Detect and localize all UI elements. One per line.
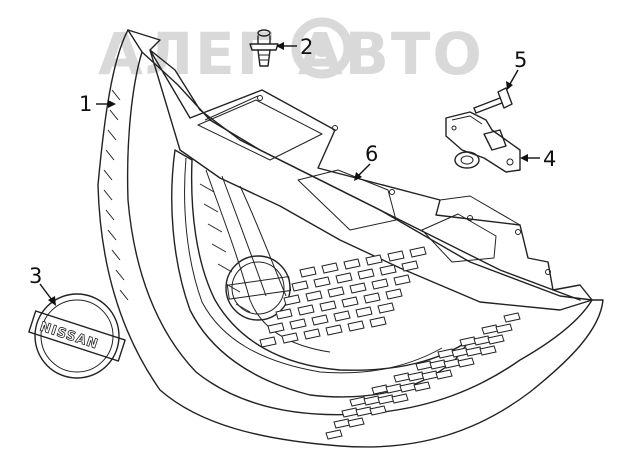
mesh-cell bbox=[457, 357, 475, 368]
mesh-cell bbox=[327, 286, 345, 298]
mesh-cell bbox=[267, 322, 285, 334]
mesh-cell bbox=[305, 290, 323, 302]
mesh-cell bbox=[407, 371, 425, 382]
leader-lines bbox=[39, 42, 540, 306]
mesh-cell bbox=[459, 336, 477, 347]
callout-2: 2 bbox=[300, 35, 313, 59]
mesh-cell bbox=[283, 294, 301, 306]
part-2-clip-icon bbox=[249, 29, 279, 67]
mesh-cell bbox=[401, 260, 419, 272]
grille-mesh bbox=[259, 246, 521, 440]
watermark-gear-icon bbox=[291, 17, 353, 79]
mesh-cell bbox=[289, 318, 307, 330]
mesh-cell bbox=[481, 324, 499, 335]
mesh-cell bbox=[311, 314, 329, 326]
mesh-cell bbox=[365, 254, 383, 266]
mesh-cell bbox=[429, 359, 447, 370]
mesh-cell bbox=[347, 320, 365, 332]
mesh-cell bbox=[409, 246, 427, 258]
mesh-cell bbox=[333, 310, 351, 322]
mesh-cell bbox=[377, 394, 395, 405]
mesh-cell bbox=[349, 282, 367, 294]
grille-center-emblem-icon bbox=[225, 255, 292, 321]
watermark-text: АЛЕГ АВТО bbox=[98, 20, 484, 88]
mesh-cell bbox=[437, 348, 455, 359]
mesh-cell bbox=[379, 264, 397, 276]
mesh-cell bbox=[495, 323, 513, 334]
mesh-cell bbox=[341, 407, 359, 418]
mesh-cell bbox=[313, 276, 331, 288]
mesh-cell bbox=[385, 383, 403, 394]
mesh-cell bbox=[325, 324, 343, 336]
mesh-cell bbox=[349, 396, 367, 407]
part-3-nissan-emblem: NISSAN bbox=[28, 293, 126, 379]
callout-5: 5 bbox=[514, 48, 527, 72]
mesh-cell bbox=[391, 393, 409, 404]
part-5-bolt-icon bbox=[473, 87, 513, 114]
mesh-cell bbox=[487, 334, 505, 345]
mesh-cell bbox=[421, 370, 439, 381]
mesh-cell bbox=[369, 316, 387, 328]
callout-4: 4 bbox=[543, 147, 556, 171]
mesh-cell bbox=[347, 417, 365, 428]
mesh-cell bbox=[503, 312, 521, 323]
mesh-cell bbox=[275, 308, 293, 320]
mesh-cell bbox=[479, 345, 497, 356]
mesh-cell bbox=[335, 272, 353, 284]
part-1-grille-frame bbox=[97, 29, 604, 448]
mesh-cell bbox=[303, 328, 321, 340]
mesh-cell bbox=[443, 358, 461, 369]
mesh-cell bbox=[371, 278, 389, 290]
mesh-cell bbox=[363, 292, 381, 304]
mesh-cell bbox=[465, 346, 483, 357]
mesh-cell bbox=[393, 372, 411, 383]
mesh-cell bbox=[333, 418, 351, 429]
mesh-cell bbox=[319, 300, 337, 312]
mesh-cell bbox=[385, 288, 403, 300]
part-4-camera-bracket bbox=[445, 111, 521, 173]
callout-3: 3 bbox=[29, 264, 42, 288]
mesh-cell bbox=[291, 280, 309, 292]
mesh-cell bbox=[343, 258, 361, 270]
mesh-cell bbox=[357, 268, 375, 280]
mesh-cell bbox=[281, 332, 299, 344]
callout-6: 6 bbox=[365, 142, 378, 166]
mesh-cell bbox=[299, 266, 317, 278]
mesh-cell bbox=[321, 262, 339, 274]
mesh-cell bbox=[473, 335, 491, 346]
mesh-cell bbox=[325, 429, 343, 440]
mesh-cell bbox=[399, 382, 417, 393]
mesh-cell bbox=[413, 381, 431, 392]
callout-1: 1 bbox=[79, 92, 92, 116]
mesh-cell bbox=[341, 296, 359, 308]
emblem-text: NISSAN bbox=[38, 320, 100, 353]
mesh-cell bbox=[387, 250, 405, 262]
mesh-cell bbox=[377, 302, 395, 314]
mesh-cell bbox=[355, 306, 373, 318]
mesh-cell bbox=[369, 405, 387, 416]
mesh-cell bbox=[259, 336, 277, 348]
mesh-cell bbox=[297, 304, 315, 316]
mesh-cell bbox=[393, 274, 411, 286]
mesh-cell bbox=[435, 369, 453, 380]
mesh-cell bbox=[363, 395, 381, 406]
mesh-cell bbox=[355, 406, 373, 417]
